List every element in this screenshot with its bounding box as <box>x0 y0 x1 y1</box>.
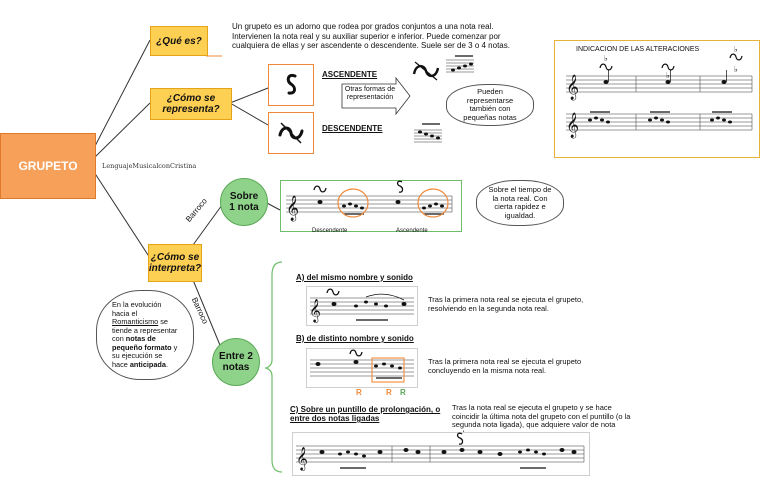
node-sobre-1-nota[interactable]: Sobre 1 nota <box>220 178 268 226</box>
evolucion-bold2: anticipada <box>129 359 166 369</box>
case-b-mark-2: R <box>386 388 392 397</box>
label-ascendente-staff: Ascendente <box>396 228 428 234</box>
evolucion-part2: se tiende a representar con <box>112 317 178 343</box>
evolucion-bold1: notas de pequeño formato <box>112 334 172 352</box>
case-a-text: Tras la primera nota real se ejecuta el … <box>428 295 584 313</box>
node-entre-2-notas-label: Entre 2 notas <box>219 351 253 373</box>
cloud-pequenas-notas: Pueden representarse también con pequeña… <box>446 84 534 126</box>
node-que-es-label: ¿Qué es? <box>156 35 202 47</box>
svg-text:♭: ♭ <box>734 45 738 54</box>
node-sobre-1-nota-label: Sobre 1 nota <box>229 191 259 213</box>
node-como-representa-label: ¿Cómo se representa? <box>162 93 220 115</box>
credit-text: LenguajeMusicalconCristina <box>102 162 197 170</box>
case-b-title: B) de distinto nombre y sonido <box>296 334 414 343</box>
case-b-mark-1: R <box>356 388 362 397</box>
evolucion-end: . <box>165 359 168 369</box>
evolucion-part1: En la evolución hacia el <box>112 300 162 318</box>
node-como-interpreta[interactable]: ¿Cómo se interpreta? <box>148 244 202 282</box>
svg-text:𝄞: 𝄞 <box>566 112 579 138</box>
symbol-box-descendente <box>268 112 314 154</box>
central-node-label: GRUPETO <box>18 159 78 173</box>
svg-text:𝄞: 𝄞 <box>309 298 321 323</box>
node-como-representa[interactable]: ¿Cómo se representa? <box>150 88 232 120</box>
node-entre-2-notas[interactable]: Entre 2 notas <box>212 338 260 386</box>
node-como-interpreta-label: ¿Cómo se interpreta? <box>148 252 202 274</box>
cloud-sobre-tiempo: Sobre el tiempo de la nota real. Con cie… <box>476 180 564 226</box>
label-descendente: DESCENDENTE <box>322 124 383 133</box>
label-descendente-staff: Descendente <box>312 228 348 234</box>
svg-text:♭: ♭ <box>666 71 670 80</box>
svg-text:𝄞: 𝄞 <box>566 74 579 100</box>
central-node[interactable]: GRUPETO <box>0 133 96 199</box>
case-a-title: A) del mismo nombre y sonido <box>296 273 413 282</box>
symbol-box-ascendente <box>268 64 314 106</box>
turn-vertical-icon <box>286 73 297 95</box>
cloud-pequenas-notas-text: Pueden representarse también con pequeña… <box>463 87 517 122</box>
svg-text:♭: ♭ <box>604 54 608 63</box>
label-ascendente: ASCENDENTE <box>322 70 378 79</box>
alteraciones-title: INDICACION DE LAS ALTERACIONES <box>576 46 700 53</box>
svg-text:♭: ♭ <box>734 65 738 74</box>
cloud-sobre-tiempo-text: Sobre el tiempo de la nota real. Con cie… <box>488 185 552 220</box>
case-c-title: C) Sobre un puntillo de prolongación, o … <box>290 405 441 423</box>
svg-text:𝄞: 𝄞 <box>286 195 299 221</box>
evolucion-part3: y su ejecución se hace <box>112 342 178 369</box>
case-b-text: Tras la primera nota real se ejecuta el … <box>428 357 582 375</box>
svg-text:𝄞: 𝄞 <box>296 446 308 471</box>
evolucion-romanticismo: Romanticismo <box>112 317 159 326</box>
otras-formas-text: Otras formas de representación <box>344 86 396 101</box>
turn-slashed-icon <box>278 122 304 144</box>
case-b-mark-3: R <box>400 388 406 397</box>
node-que-es[interactable]: ¿Qué es? <box>150 26 208 56</box>
cloud-evolucion-text: En la evolución hacia el Romanticismo se… <box>112 300 178 369</box>
cloud-evolucion: En la evolución hacia el Romanticismo se… <box>96 290 194 380</box>
alteraciones-panel <box>554 40 760 158</box>
definition-text: Un grupeto es un adorno que rodea por gr… <box>232 22 510 50</box>
